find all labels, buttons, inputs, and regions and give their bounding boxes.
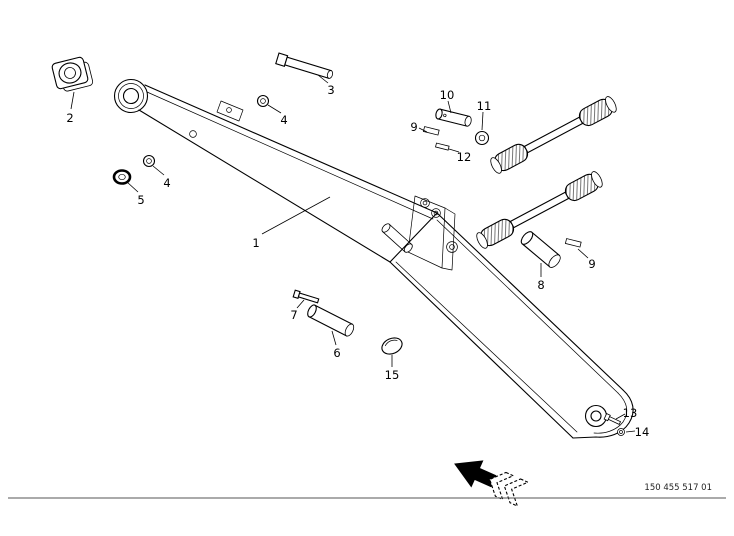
- washer-4b: [142, 154, 156, 168]
- document-number: 150 455 517 01: [644, 483, 712, 493]
- part-label-12: 12: [457, 150, 472, 164]
- pin-10: [435, 108, 472, 127]
- part-label-4a: 4: [280, 113, 287, 127]
- pin-12: [435, 142, 450, 151]
- part-label-14: 14: [635, 425, 650, 439]
- part-label-5: 5: [137, 193, 144, 207]
- pin-8: [520, 231, 561, 268]
- pin-6: [307, 304, 355, 337]
- part-label-11: 11: [477, 99, 492, 113]
- part-label-1: 1: [252, 236, 259, 250]
- pin-9a: [422, 126, 440, 136]
- bolt-7: [292, 289, 320, 304]
- cap-15: [381, 337, 403, 355]
- part-label-2: 2: [66, 111, 73, 125]
- part-label-8: 8: [537, 278, 544, 292]
- part-label-13: 13: [623, 406, 638, 420]
- turnbuckle-lower: [476, 171, 603, 249]
- part-label-3: 3: [327, 83, 334, 97]
- part-label-6: 6: [333, 346, 340, 360]
- bolt-13: [603, 413, 622, 425]
- boom-arm: [113, 78, 634, 439]
- washer-11: [474, 130, 490, 146]
- direction-arrow-icon: [454, 460, 530, 507]
- washer-4a: [256, 94, 270, 108]
- nut-14: [617, 428, 625, 436]
- nut-5: [112, 169, 132, 185]
- flanged-bearing: [51, 56, 94, 92]
- part-label-10: 10: [440, 88, 455, 102]
- turnbuckle-upper: [490, 96, 617, 174]
- part-label-4b: 4: [163, 176, 170, 190]
- part-label-9a: 9: [410, 120, 417, 134]
- part-label-9b: 9: [588, 257, 595, 271]
- bolt-3: [275, 52, 334, 79]
- pin-9b: [564, 238, 582, 248]
- part-label-15: 15: [385, 368, 400, 382]
- part-label-7: 7: [290, 308, 297, 322]
- leader-lines: [70, 74, 636, 433]
